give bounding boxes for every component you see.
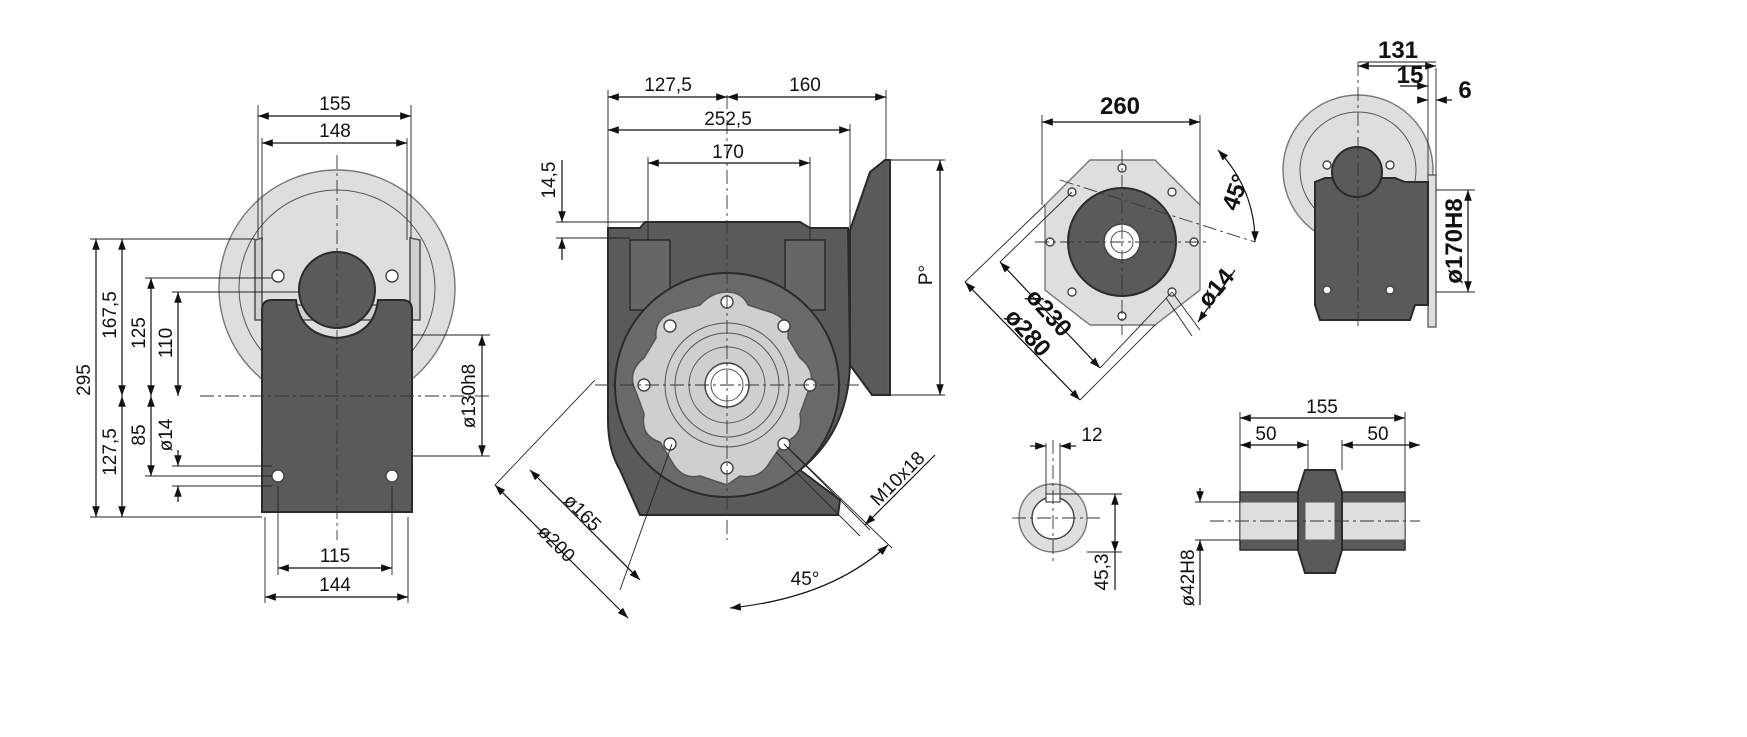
- dim-295: 295: [74, 364, 95, 396]
- dim-6: 6: [1458, 77, 1471, 104]
- dim-45-3: 45,3: [1092, 554, 1113, 591]
- front-view: 127,5 160 252,5 170 14,5 P° ø165 ø200 M1…: [494, 75, 945, 619]
- dim-d200: ø200: [533, 521, 578, 566]
- dim-115: 115: [320, 546, 350, 567]
- front-flange-plate: [849, 159, 891, 396]
- dim-d165: ø165: [559, 490, 604, 535]
- side-view: 155 148 295 167,5 127,5 125 85 110 ø14 ø…: [74, 94, 490, 603]
- dim-148: 148: [319, 121, 351, 142]
- dim-14-5: 14,5: [539, 162, 560, 199]
- dim-127-5: 127,5: [100, 428, 121, 476]
- dim-thread: M10x18: [867, 448, 930, 511]
- side-bolt-hole: [271, 269, 285, 283]
- dim-d130h8: ø130h8: [459, 364, 480, 428]
- side-bolt-hole: [271, 469, 285, 483]
- side-bolt-hole: [385, 269, 399, 283]
- dim-p: P°: [916, 265, 937, 285]
- dim-d170h8: ø170H8: [1441, 198, 1468, 283]
- dim-d14: ø14: [156, 418, 177, 451]
- dim-170: 170: [712, 142, 744, 163]
- key-view: 12 45,3: [1012, 425, 1122, 590]
- dim-260: 260: [1100, 93, 1140, 120]
- dim-252-5: 252,5: [704, 109, 752, 130]
- dim-50-right: 50: [1367, 424, 1388, 445]
- dim-144: 144: [319, 575, 351, 596]
- dim-50-left: 50: [1255, 424, 1276, 445]
- small-housing: [1314, 177, 1429, 321]
- shaft-view: 155 50 50 ø42H8: [1178, 397, 1420, 607]
- dim-d42h8: ø42H8: [1178, 549, 1199, 606]
- dim-125: 125: [129, 317, 150, 349]
- dim-127-5-front: 127,5: [644, 75, 692, 96]
- flange-view: 260 45° ø230 ø280 ø14: [964, 93, 1259, 401]
- dim-angle-flange: 45°: [1217, 171, 1255, 214]
- dim-110: 110: [156, 328, 177, 358]
- side-bolt-hole: [385, 469, 399, 483]
- dim-85: 85: [129, 424, 150, 445]
- dim-12: 12: [1081, 425, 1102, 446]
- side-small-view: 131 15 6 ø170H8: [1282, 37, 1475, 330]
- dim-160: 160: [789, 75, 821, 96]
- dim-155-shaft: 155: [1306, 397, 1338, 418]
- dim-angle-front: 45°: [791, 569, 820, 590]
- dim-131: 131: [1378, 37, 1418, 64]
- dim-155: 155: [319, 94, 351, 115]
- dim-167-5: 167,5: [100, 291, 121, 339]
- dim-15: 15: [1397, 62, 1424, 89]
